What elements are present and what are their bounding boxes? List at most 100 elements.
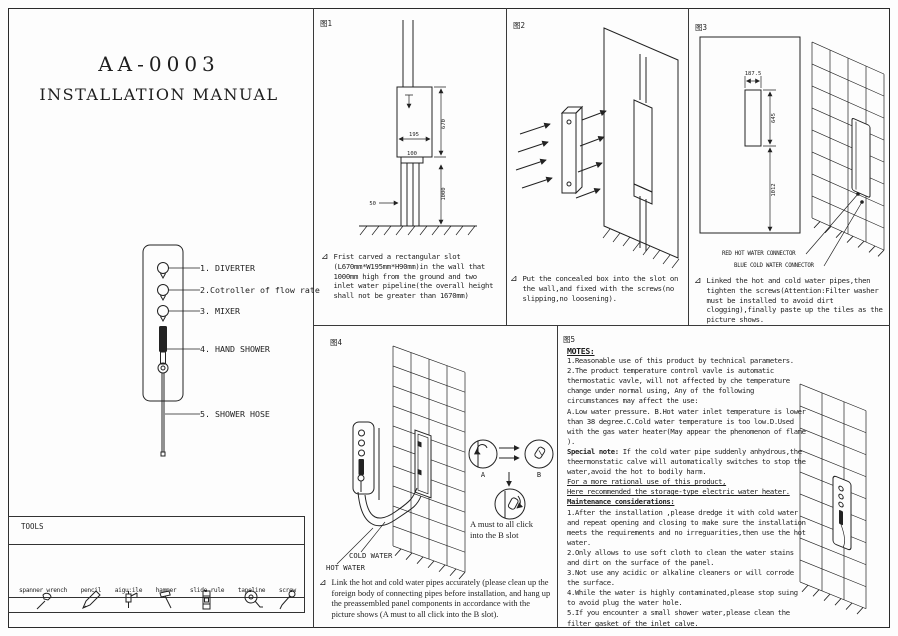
page-title: INSTALLATION MANUAL [39, 85, 279, 104]
detail-a-label: A [481, 471, 486, 479]
dim-pipe-offset: 50 [369, 201, 376, 207]
fig3-diagram: 187.5 645 1012 [699, 36, 885, 267]
tool-pencil: pencil [81, 587, 101, 609]
note-underlined: For a more rational use of this product, [567, 477, 727, 487]
notes-block: MOTES: 1.Reasonable use of this product … [567, 346, 807, 629]
water-pipes [400, 163, 420, 226]
shower-hose-line [161, 373, 165, 452]
fig3-caption: ⊿ Linked the hot and cold water pipes,th… [694, 276, 883, 325]
tool-hand-drill: aigu:ile [115, 587, 142, 608]
fig5-installed-wall [799, 383, 867, 615]
step-marker-icon: ⊿ [510, 274, 518, 284]
pencil-icon [81, 590, 101, 609]
detail-note: A must to all click into the B slot [470, 519, 534, 540]
fig4-caption: ⊿ Link the hot and cold water pipes accu… [319, 578, 551, 619]
note-line: 2.The product temperature control vavle … [567, 366, 790, 406]
note-line: 5.If you encounter a small shower water,… [567, 608, 790, 628]
dim-notch-width: 100 [407, 151, 417, 157]
detail-b-label: B [537, 471, 541, 479]
page-border [8, 8, 890, 628]
concealed-box [561, 112, 577, 194]
tiled-wall [392, 345, 466, 580]
fig1-diagram: 195 670 100 1000 50 [359, 20, 477, 236]
divider-vertical-1 [313, 8, 314, 628]
tool-spanner-wrench: spanner wrench [19, 587, 67, 610]
fig1-caption: ⊿ Frist carved a rectangular slot (L670m… [321, 252, 494, 301]
fig2-caption: ⊿ Put the concealed box into the slot on… [510, 274, 679, 303]
dim-slot-height: 645 [771, 113, 777, 123]
hose-2 [364, 487, 418, 519]
note-line: 1.Reasonable use of this product by tech… [567, 356, 794, 366]
model-number: AA-0003 [98, 52, 220, 76]
panel-outline [142, 244, 184, 402]
hand-drill-icon [125, 591, 138, 608]
note-line: 2.Only allows to use soft cloth to clean… [567, 547, 794, 567]
pipes [639, 54, 647, 251]
manual-title-block: AA-0003 INSTALLATION MANUAL [30, 52, 288, 104]
note-underlined: Here recommended the storage-type electr… [567, 487, 790, 497]
note-line: 4.While the water is highly contaminated… [567, 588, 798, 608]
hand-shower-head [358, 459, 364, 475]
shower-panel [352, 421, 375, 495]
hand-shower-head [159, 326, 167, 352]
step-marker-icon: ⊿ [319, 578, 327, 588]
wall-slot-box [396, 86, 433, 158]
tool-hammer: hammer [156, 587, 177, 609]
cold-water-label: COLD WATER [349, 551, 393, 560]
dim-pipe-height: 1000 [441, 187, 447, 200]
note-line: 1.After the installation ,please dredge … [567, 507, 806, 547]
tools-heading: TOOLS [21, 522, 44, 531]
tools-row: spanner wrench pencil aigu:ile hammer [19, 548, 296, 610]
divider-vertical-2 [506, 8, 507, 326]
ground-hatching [602, 228, 680, 269]
screwdriver-icon [279, 590, 296, 610]
hot-water-label: HOT WATER [326, 563, 365, 572]
spanner-wrench-icon [36, 592, 52, 610]
hose-1 [357, 491, 422, 527]
dim-slot-height: 670 [441, 119, 447, 129]
fig5-label: 图5 [563, 335, 576, 344]
note-line: A.Low water pressure. B.Hot water inlet … [567, 406, 806, 446]
wall-front-view [699, 36, 801, 234]
wall-perspective [603, 27, 679, 259]
tool-tapeline: tapeline [238, 587, 266, 608]
detail-insets: A B [468, 439, 554, 520]
fig4-diagram: A B [336, 345, 554, 580]
dim-base-height: 1012 [771, 183, 777, 196]
tool-screw: screw [279, 587, 296, 610]
divider-vertical-4 [557, 325, 558, 628]
fig3-label: 图3 [695, 23, 708, 32]
part-label-shower-hose: 5. SHOWER HOSE [200, 409, 270, 419]
legend-callout-lines [165, 267, 200, 415]
connector-callout-lines [805, 193, 863, 267]
note-line: 3.Not use any acidic or alkaline cleaner… [567, 568, 794, 588]
slot-front-view [744, 89, 762, 147]
step-marker-icon: ⊿ [321, 252, 329, 262]
part-label-flow-controller: 2.Cotroller of flow rate [200, 285, 320, 295]
divider-horizontal [313, 325, 890, 326]
note-maintenance-heading: Maintenance considerations: [567, 497, 675, 507]
fig2-diagram [515, 27, 680, 269]
tiled-wall [811, 41, 885, 257]
part-label-diverter: 1. DIVERTER [200, 263, 255, 273]
inlet-pipes [402, 20, 414, 87]
tapeline-icon [244, 590, 263, 608]
blue-cold-connector-label: BLUE COLD WATER CONNECTOR [734, 263, 814, 269]
part-label-hand-shower: 4. HAND SHOWER [200, 344, 270, 354]
dim-slot-width: 195 [409, 132, 419, 138]
fig4-label: 图4 [330, 338, 343, 347]
installed-panel [851, 117, 871, 198]
insertion-arrows [515, 109, 607, 199]
fig1-label: 图1 [320, 19, 333, 28]
notes-heading: MOTES: [567, 346, 595, 356]
ground-hatching [359, 225, 476, 236]
fig2-label: 图2 [513, 21, 526, 30]
dim-slot-width: 187.5 [745, 71, 762, 77]
hammer-icon [159, 590, 172, 609]
red-hot-connector-label: RED HOT WATER CONNECTOR [722, 251, 796, 257]
divider-vertical-3 [688, 8, 689, 326]
slide-rule-icon [202, 590, 211, 610]
step-marker-icon: ⊿ [694, 276, 702, 286]
tool-slide-rule: slide rule [190, 587, 224, 610]
